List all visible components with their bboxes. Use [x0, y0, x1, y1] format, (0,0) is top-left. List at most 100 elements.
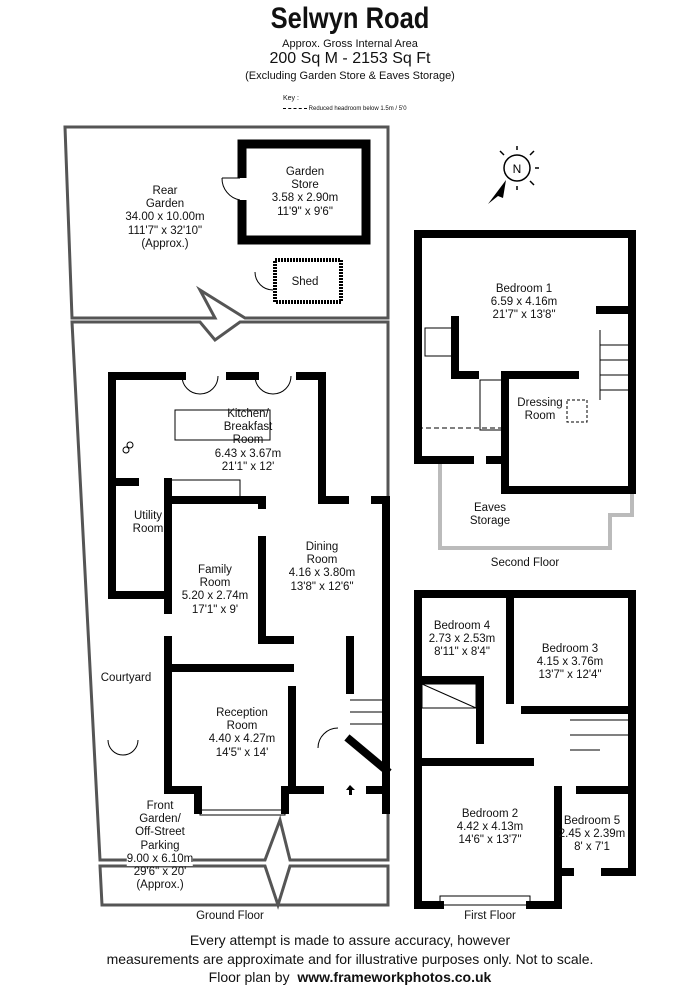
- key-item: Reduced headroom below 1.5m / 5'0: [283, 106, 407, 112]
- room-label-front-garden: Front Garden/ Off-Street Parking 9.00 x …: [126, 800, 194, 893]
- rear-garden-boundary: [63, 125, 390, 320]
- room-dims-metric: 4.42 x 4.13m: [456, 821, 524, 834]
- room-dims-imperial: 13'7" x 12'4": [538, 669, 602, 682]
- room-label-garden-store: Garden Store 3.58 x 2.90m 11'9" x 9'6": [272, 166, 338, 219]
- room-name: Room: [232, 434, 264, 447]
- eaves-storage-outline: [438, 460, 634, 550]
- room-name: Eaves: [474, 502, 506, 514]
- room-name: Room: [199, 577, 231, 590]
- room-dims-metric: 2.45 x 2.39m: [558, 828, 626, 841]
- room-dims-metric: 2.73 x 2.53m: [428, 633, 496, 646]
- room-dims-metric: 34.00 x 10.00m: [125, 211, 205, 224]
- room-dims-metric: 4.15 x 3.76m: [536, 656, 604, 669]
- room-dims-imperial: 14'5" x 14': [215, 746, 269, 759]
- room-dims-metric: 9.00 x 6.10m: [126, 852, 194, 867]
- room-label-rear-garden: Rear Garden 34.00 x 10.00m 111'7" x 32'1…: [125, 185, 204, 251]
- second-floor-fixtures: [418, 327, 632, 431]
- room-label-reception: Reception Room 4.40 x 4.27m 14'5" x 14': [209, 707, 275, 760]
- room-name: Dressing: [517, 397, 563, 409]
- room-name: Utility: [133, 510, 163, 522]
- area-caption: Approx. Gross Internal Area: [282, 38, 418, 50]
- room-name: Shed: [291, 276, 319, 288]
- disclaimer-line-2: measurements are approximate and for ill…: [106, 951, 594, 967]
- room-name: Garden: [145, 198, 185, 211]
- credit-link[interactable]: www.frameworkphotos.co.uk: [297, 969, 492, 985]
- room-name: Garden/: [139, 813, 181, 826]
- room-dims-imperial: 17'1" x 9': [191, 603, 239, 616]
- room-dims-imperial: 29'6" x 20': [133, 866, 187, 879]
- room-dims-imperial: 13'8" x 12'6": [290, 580, 354, 593]
- door-icon: [221, 177, 241, 201]
- room-dims-imperial: 11'9" x 9'6": [277, 205, 333, 218]
- first-floor-walls: [414, 590, 636, 909]
- room-name: Kitchen/: [227, 408, 269, 420]
- area-value: 200 Sq M - 2153 Sq Ft: [269, 50, 431, 67]
- room-name: Bedroom 5: [563, 815, 621, 827]
- dashed-line-icon: [283, 107, 307, 109]
- room-name: Front: [146, 800, 174, 812]
- room-label-courtyard: Courtyard: [101, 672, 152, 685]
- room-name: Bedroom 4: [433, 620, 491, 632]
- room-name: Courtyard: [100, 672, 152, 684]
- room-label-bedroom-2: Bedroom 2 4.42 x 4.13m 14'6" x 13'7": [457, 808, 523, 848]
- room-name: Family: [198, 564, 232, 576]
- room-name: Off-Street: [135, 826, 185, 839]
- room-dims-metric: 6.59 x 4.16m: [490, 296, 558, 309]
- room-name: Room: [524, 410, 556, 423]
- compass-icon: N: [488, 146, 539, 204]
- floor-label-second: Second Floor: [490, 557, 560, 569]
- area-exclusion: (Excluding Garden Store & Eaves Storage): [245, 70, 455, 82]
- door-icon: [254, 271, 274, 291]
- room-name: Parking: [140, 839, 180, 852]
- room-label-utility: Utility Room: [133, 510, 164, 536]
- key-label: Key :: [283, 95, 299, 102]
- room-label-dressing: Dressing Room: [517, 397, 562, 423]
- room-dims-metric: 4.40 x 4.27m: [208, 733, 276, 746]
- room-name: Breakfast: [223, 421, 273, 434]
- floor-label-ground: Ground Floor: [196, 910, 264, 922]
- key-item-text: Reduced headroom below 1.5m / 5'0: [308, 106, 407, 112]
- room-label-bedroom-3: Bedroom 3 4.15 x 3.76m 13'7" x 12'4": [537, 643, 603, 683]
- room-name: Bedroom 2: [461, 808, 519, 820]
- second-floor-walls: [414, 230, 636, 494]
- credit-prefix: Floor plan by: [208, 969, 290, 985]
- room-name: Bedroom 1: [495, 283, 553, 295]
- room-name: Garden: [285, 166, 325, 178]
- room-dims-imperial: 21'7" x 13'8": [492, 309, 556, 322]
- room-name: Rear: [152, 185, 178, 197]
- plot-boundary: [70, 320, 390, 910]
- room-label-eaves: Eaves Storage: [470, 502, 510, 528]
- ground-floor-walls: [108, 372, 392, 814]
- room-name: Room: [132, 523, 164, 536]
- compass-north-label: N: [513, 162, 522, 176]
- room-name: Reception: [216, 707, 268, 719]
- room-name: Room: [306, 554, 338, 567]
- room-name: Bedroom 3: [541, 643, 599, 655]
- room-name: Storage: [469, 515, 511, 528]
- floor-label-first: First Floor: [464, 910, 516, 922]
- room-label-bedroom-1: Bedroom 1 6.59 x 4.16m 21'7" x 13'8": [491, 283, 557, 323]
- room-label-shed: Shed: [292, 276, 319, 289]
- room-dims-metric: 6.43 x 3.67m: [214, 447, 282, 460]
- room-dims-imperial: 8' x 7'1: [574, 841, 610, 854]
- room-name: Room: [226, 720, 258, 733]
- room-dims-metric: 4.16 x 3.80m: [288, 567, 356, 580]
- disclaimer-line-1: Every attempt is made to assure accuracy…: [189, 932, 511, 948]
- room-label-family: Family Room 5.20 x 2.74m 17'1" x 9': [182, 564, 248, 617]
- shed-walls: [273, 258, 343, 304]
- room-label-kitchen: Kitchen/ Breakfast Room 6.43 x 3.67m 21'…: [215, 408, 281, 474]
- room-dims-imperial: 8'11" x 8'4": [434, 646, 490, 659]
- room-name: Dining: [305, 541, 339, 553]
- room-dims-metric: 3.58 x 2.90m: [271, 192, 339, 205]
- room-label-dining: Dining Room 4.16 x 3.80m 13'8" x 12'6": [289, 541, 355, 594]
- room-label-bedroom-5: Bedroom 5 2.45 x 2.39m 8' x 7'1: [559, 815, 625, 855]
- page-title: Selwyn Road: [270, 2, 430, 35]
- ground-floor-fixtures: [107, 375, 386, 816]
- first-floor-fixtures: [421, 683, 631, 906]
- room-dims-imperial: 14'6" x 13'7": [458, 834, 522, 847]
- room-dims-imperial: 111'7" x 32'10": [127, 224, 203, 237]
- room-approx: (Approx.): [141, 237, 189, 250]
- room-name: Store: [291, 179, 319, 192]
- front-door-arrow-icon: [346, 785, 355, 795]
